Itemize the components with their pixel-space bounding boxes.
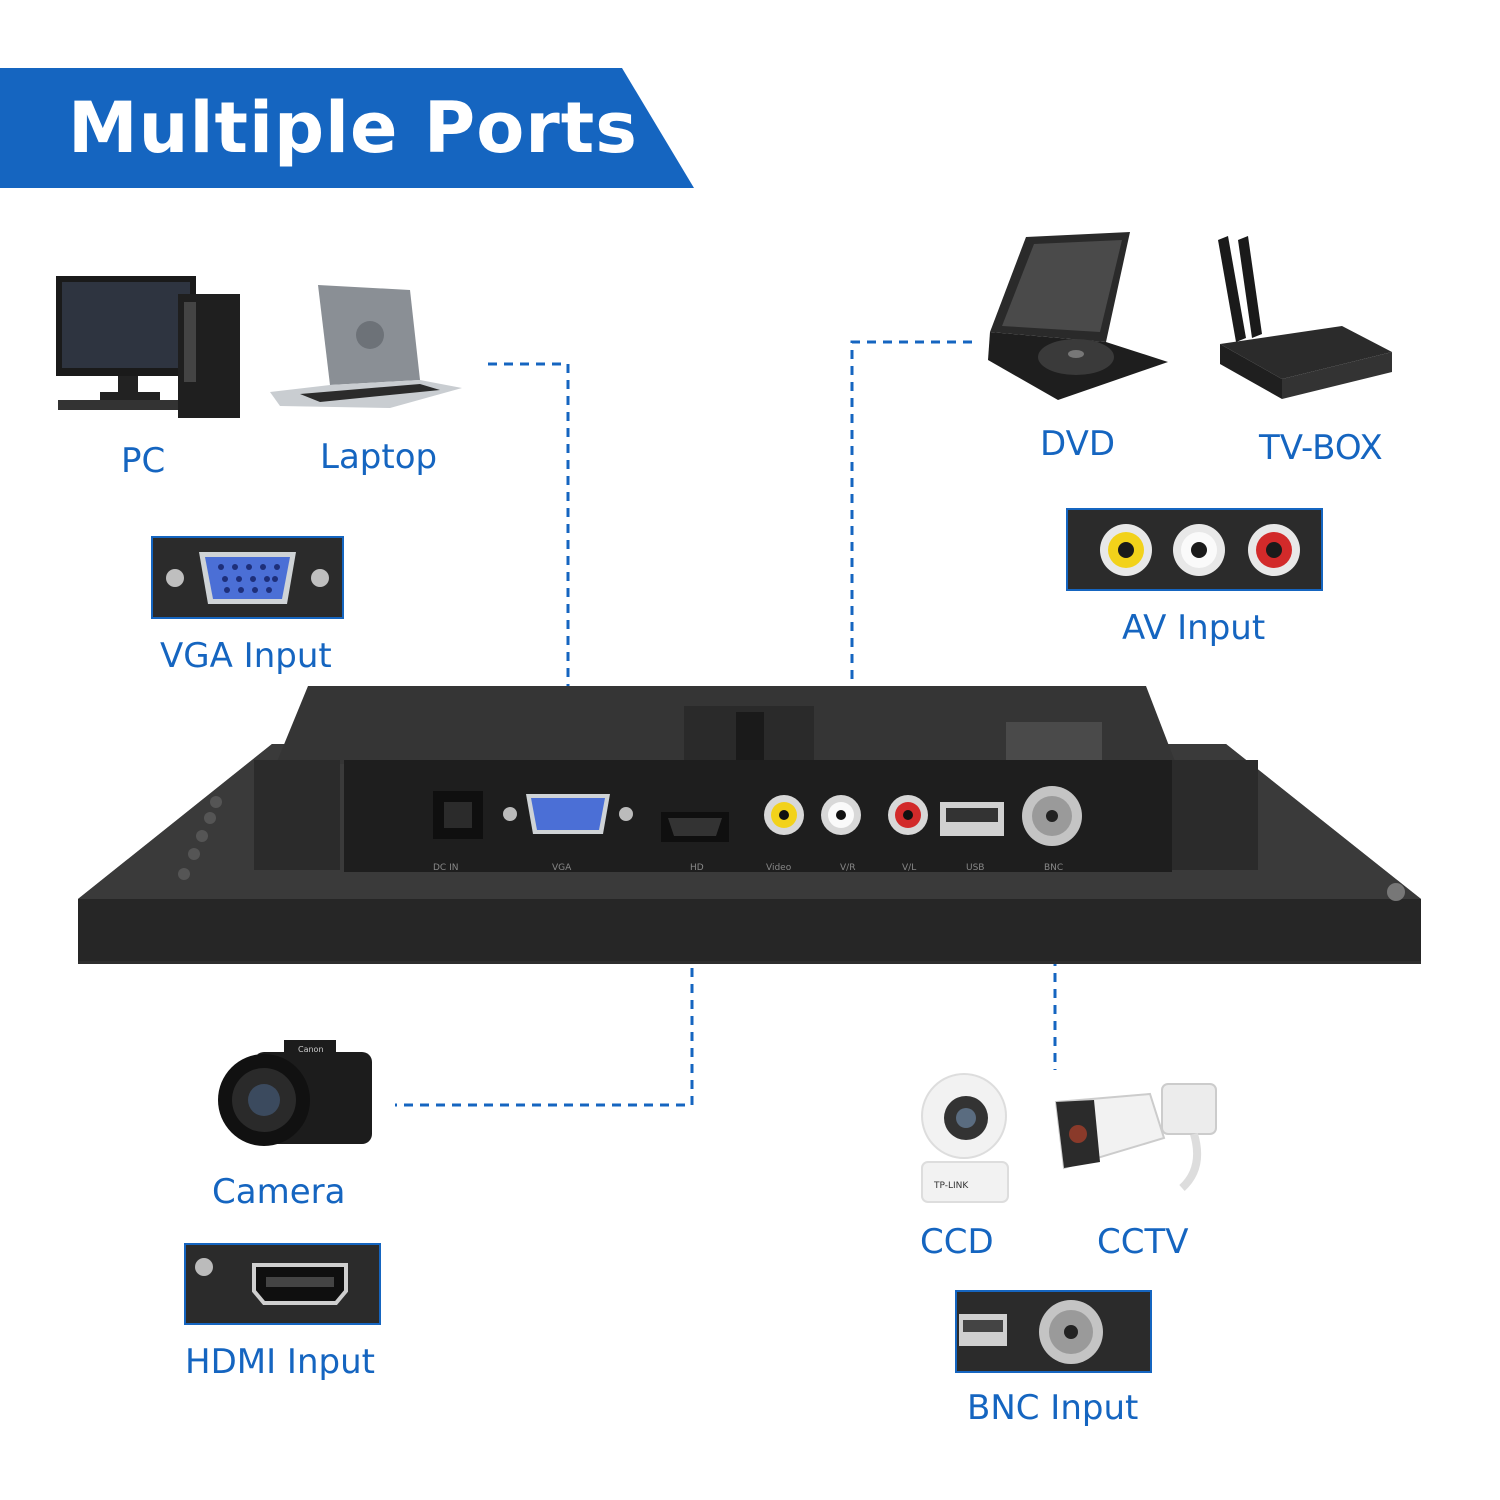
tvbox-icon — [1218, 236, 1392, 399]
bnc-port-icon — [959, 1300, 1103, 1364]
camera-icon: Canon — [218, 1040, 372, 1146]
port-label-vga: VGA — [552, 863, 572, 873]
cctv-label: CCTV — [1097, 1222, 1189, 1262]
hdmi-port-icon — [195, 1258, 348, 1305]
port-label-dc-in: DC IN — [433, 863, 458, 873]
page-title: Multiple Ports — [68, 87, 638, 169]
port-label-bnc: BNC — [1044, 863, 1063, 873]
hdmi-input-label: HDMI Input — [185, 1342, 375, 1382]
tvbox-label: TV-BOX — [1259, 428, 1383, 468]
dvd-icon — [988, 232, 1168, 400]
port-label-video: Video — [766, 863, 792, 873]
port-label-vr: V/R — [840, 863, 855, 873]
laptop-label: Laptop — [320, 437, 438, 477]
ccd-camera-icon: TP-LINK — [921, 1073, 1009, 1203]
bnc-plate — [955, 1290, 1152, 1373]
bnc-input-label: BNC Input — [967, 1388, 1139, 1428]
hdmi-plate — [184, 1243, 381, 1325]
ccd-brand: TP-LINK — [933, 1181, 969, 1191]
laptop-icon — [270, 285, 462, 408]
port-label-usb: USB — [966, 863, 984, 873]
av-plate — [1066, 508, 1323, 591]
port-label-hd: HD — [690, 863, 704, 873]
ccd-label: CCD — [920, 1222, 994, 1262]
av-input-label: AV Input — [1122, 608, 1266, 648]
cctv-camera-icon — [1054, 1083, 1217, 1191]
pc-label: PC — [121, 441, 166, 481]
vga-input-label: VGA Input — [160, 636, 332, 676]
pc-icon — [56, 276, 240, 418]
vga-port-icon — [166, 552, 329, 604]
monitor-back-panel: DC IN VGA HD Video V/R V/L USB BNC — [78, 686, 1421, 964]
dvd-label: DVD — [1040, 424, 1116, 464]
port-label-vl: V/L — [902, 863, 916, 873]
av-ports-icon — [1100, 524, 1300, 576]
camera-brand: Canon — [298, 1045, 324, 1054]
title-banner — [0, 68, 694, 188]
vga-plate — [151, 536, 344, 619]
camera-label: Camera — [212, 1172, 346, 1212]
